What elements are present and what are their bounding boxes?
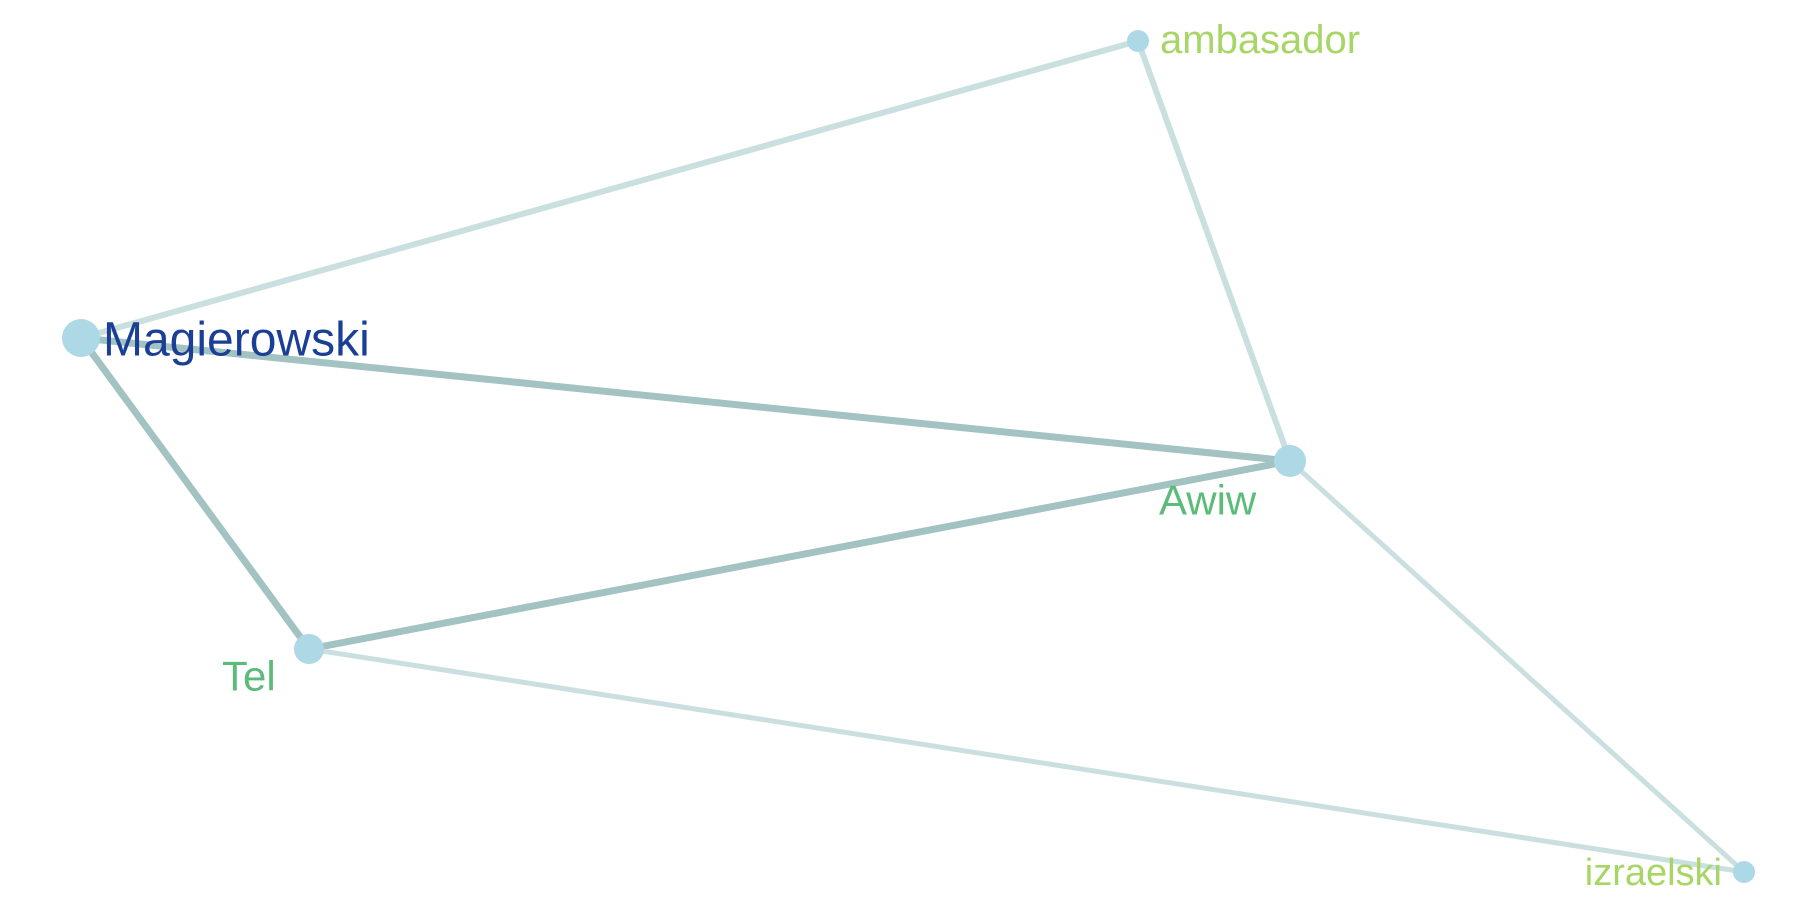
- node-label-magierowski: Magierowski: [103, 314, 370, 367]
- edge-tel-izraelski: [306, 646, 1747, 875]
- edge-ambasador-awiw: [1135, 38, 1293, 464]
- edge-awiw-tel: [305, 457, 1294, 653]
- edge-magierowski-awiw: [77, 334, 1294, 465]
- node-awiw: [1274, 445, 1306, 477]
- node-magierowski: [62, 319, 100, 357]
- node-label-tel: Tel: [222, 653, 276, 700]
- node-label-awiw: Awiw: [1159, 477, 1257, 524]
- nodes-layer: [62, 30, 1755, 883]
- edges-layer: [77, 38, 1747, 875]
- node-izraelski: [1733, 861, 1755, 883]
- node-ambasador: [1127, 30, 1149, 52]
- node-label-ambasador: ambasador: [1160, 18, 1360, 62]
- edge-magierowski-ambasador: [78, 38, 1141, 341]
- edge-awiw-izraelski: [1287, 458, 1747, 875]
- node-label-izraelski: izraelski: [1585, 852, 1722, 894]
- edge-magierowski-tel: [77, 334, 313, 653]
- node-tel: [294, 634, 324, 664]
